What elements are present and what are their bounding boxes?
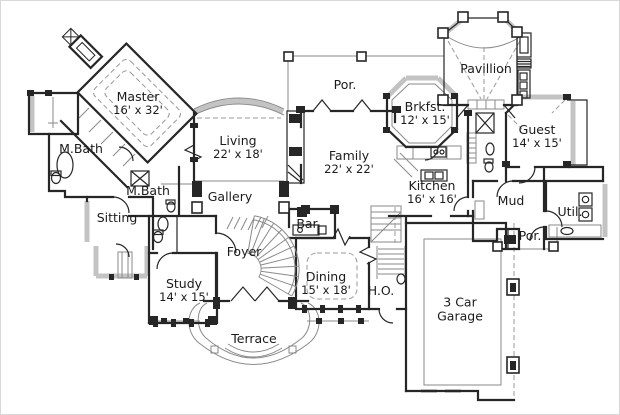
floorplan-drawing (27, 11, 608, 402)
